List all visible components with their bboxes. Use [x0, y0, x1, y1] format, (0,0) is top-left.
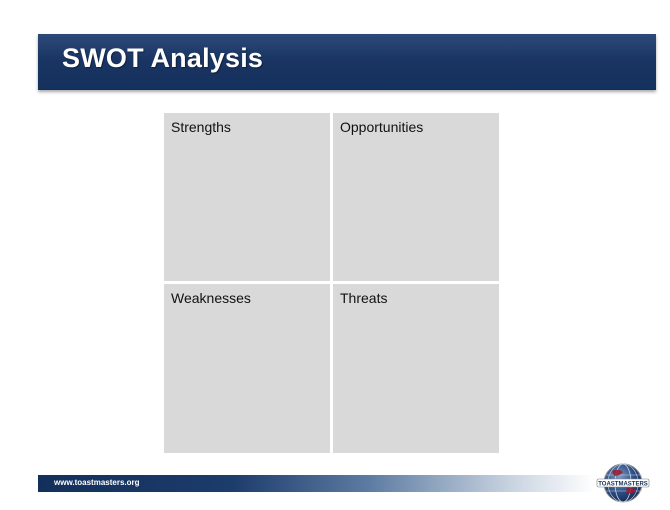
slide-title: SWOT Analysis: [62, 43, 264, 73]
strengths-quadrant: Strengths: [164, 113, 330, 281]
globe-logo-icon: TOASTMASTERS: [596, 463, 650, 503]
opportunities-quadrant: Opportunities: [333, 113, 499, 281]
footer-url: www.toastmasters.org: [54, 478, 140, 487]
swot-grid: Strengths Opportunities Weaknesses Threa…: [164, 113, 499, 453]
svg-text:TOASTMASTERS: TOASTMASTERS: [598, 481, 648, 487]
threats-label: Threats: [340, 290, 388, 306]
opportunities-label: Opportunities: [340, 119, 424, 135]
footer-bar: www.toastmasters.org: [38, 475, 594, 492]
weaknesses-label: Weaknesses: [171, 290, 251, 306]
toastmasters-logo: TOASTMASTERS: [596, 462, 650, 504]
strengths-label: Strengths: [171, 119, 231, 135]
weaknesses-quadrant: Weaknesses: [164, 284, 330, 453]
threats-quadrant: Threats: [333, 284, 499, 453]
title-bar: SWOT Analysis: [38, 34, 656, 90]
